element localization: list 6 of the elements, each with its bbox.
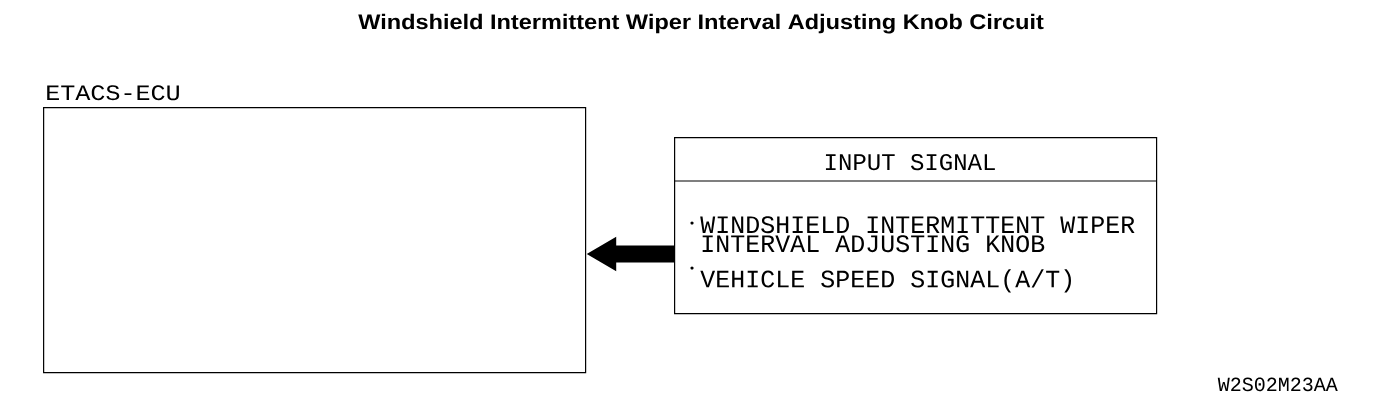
list-item: WINDSHIELD INTERMITTENT WIPER INTERVAL ADJUSTING KNOB	[700, 216, 1135, 253]
header-text: INPUT SIGNAL	[825, 153, 995, 171]
list-item: VEHICLE SPEED SIGNAL(A/T)	[700, 269, 1071, 293]
figure-code: W2S02M23AA	[1217, 377, 1338, 392]
box-heading: ETACS-ECU	[47, 85, 179, 101]
title: Windshield Intermittent Wiper Interval Adjusting Knob Circuit	[358, 13, 1044, 34]
